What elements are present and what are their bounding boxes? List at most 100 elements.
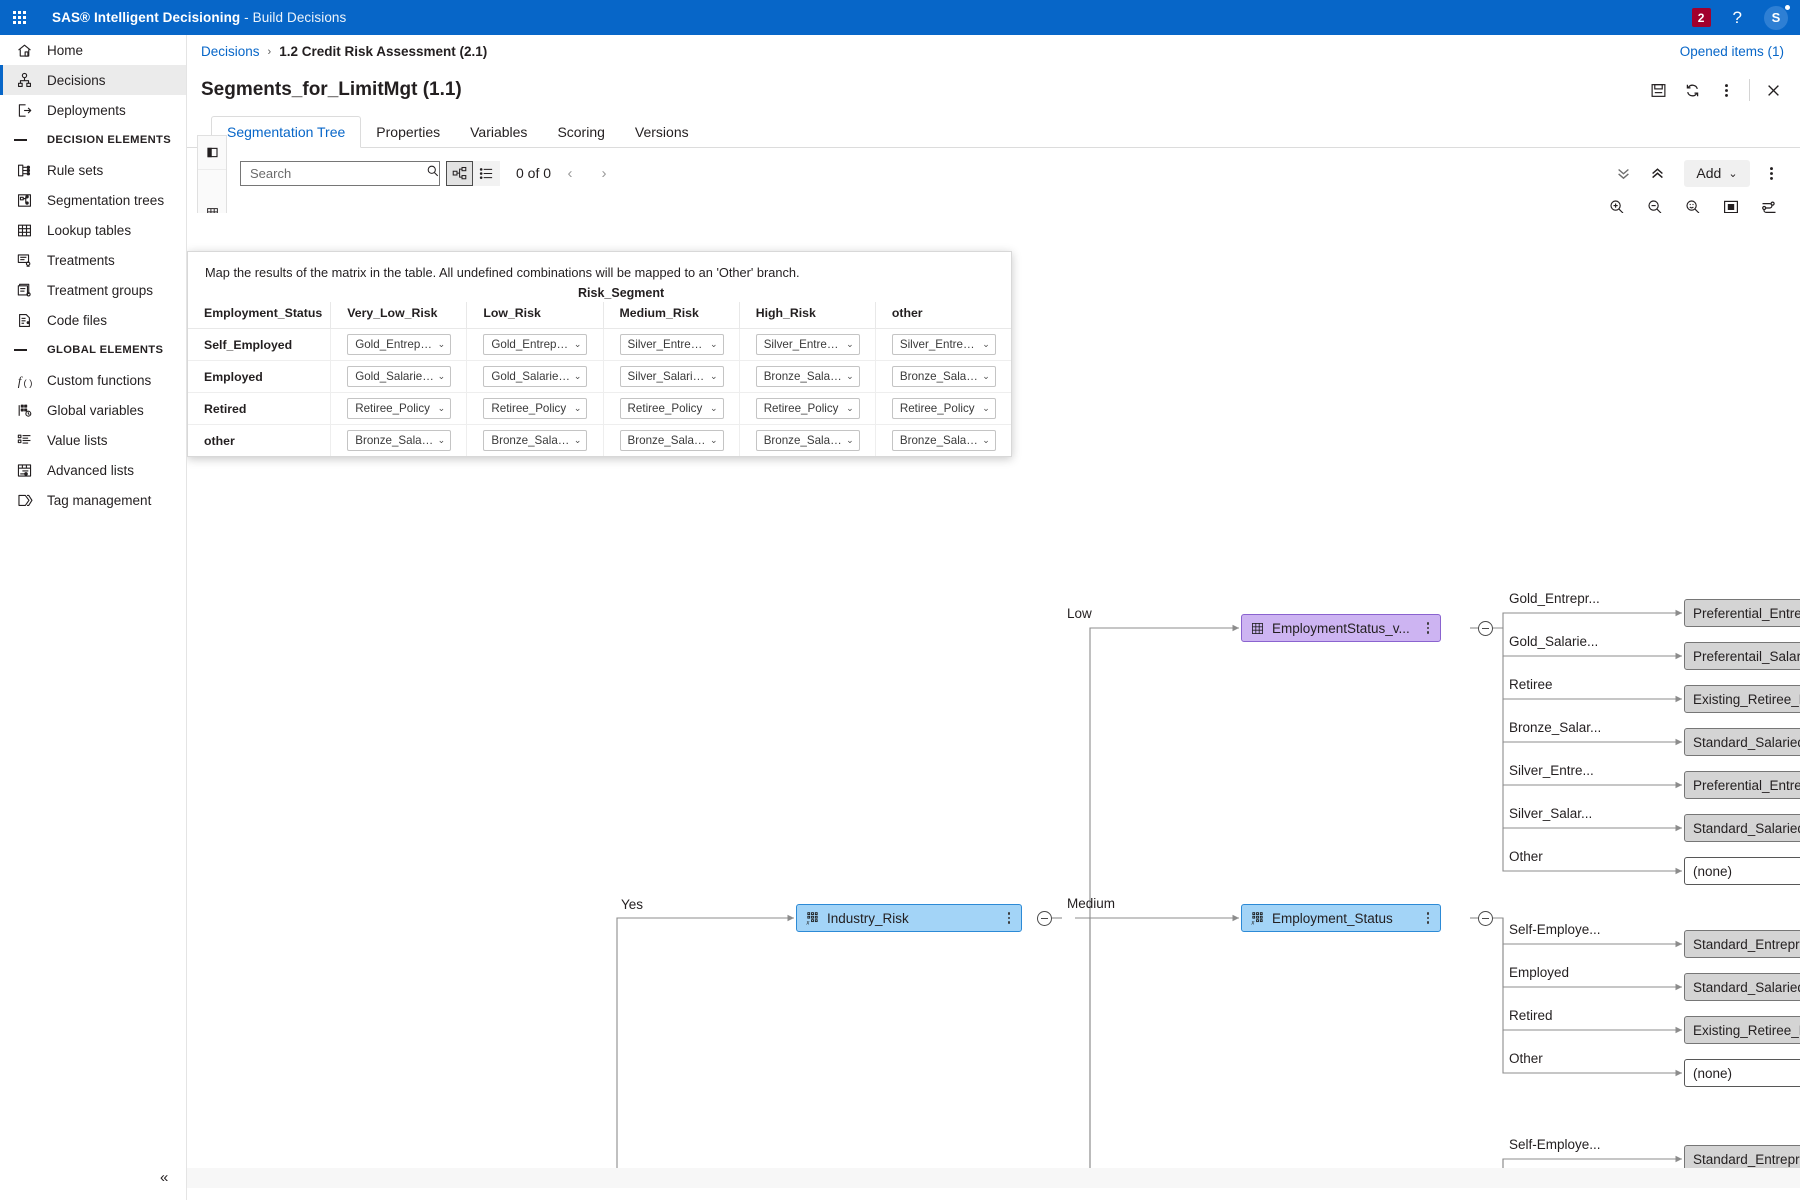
tab-variables[interactable]: Variables — [455, 116, 542, 148]
sidebar-item-custom-functions[interactable]: f( )Custom functions — [0, 365, 186, 395]
matrix-cell-select[interactable]: Bronze_Salaried...⌄ — [755, 366, 860, 387]
close-icon[interactable] — [1756, 75, 1790, 105]
leaf-node[interactable]: Standard_Entrepreneu... — [1684, 930, 1800, 958]
matrix-cell-select[interactable]: Bronze_Salaried...⌄ — [347, 430, 452, 451]
sidebar-item-rule-sets[interactable]: Rule sets — [0, 155, 186, 185]
matrix-cell-select[interactable]: Silver_Entrepre...⌄ — [755, 334, 860, 355]
sidebar-item-decisions[interactable]: Decisions — [0, 65, 186, 95]
tree-node-employmentstatus-v[interactable]: EmploymentStatus_v... — [1241, 614, 1441, 642]
matrix-cell-select[interactable]: Silver_Entrepre...⌄ — [891, 334, 996, 355]
collapse-toggle-medium[interactable] — [1478, 911, 1493, 926]
notification-badge[interactable]: 2 — [1691, 8, 1711, 27]
leaf-edge-label: Bronze_Salar... — [1509, 720, 1602, 735]
collapse-toggle-industry-risk[interactable] — [1037, 911, 1052, 926]
search-prev-button[interactable]: ‹ — [567, 164, 573, 182]
sidebar-item-label: Segmentation trees — [47, 192, 165, 208]
refresh-icon[interactable] — [1675, 75, 1709, 105]
sidebar-item-code-files[interactable]: Code files — [0, 305, 186, 335]
node-more-options-icon[interactable] — [1420, 622, 1436, 634]
sidebar-item-label: Tag management — [47, 492, 152, 508]
collapse-all-icon[interactable] — [1606, 158, 1640, 188]
sidebar-item-treatments[interactable]: Treatments — [0, 245, 186, 275]
tree-view-icon[interactable] — [446, 160, 473, 186]
tab-properties[interactable]: Properties — [361, 116, 455, 148]
matrix-cell-select[interactable]: Bronze_Salaried...⌄ — [483, 430, 588, 451]
matrix-cell-select[interactable]: Gold_Salaried_...⌄ — [347, 366, 452, 387]
node-more-options-icon[interactable] — [1420, 912, 1436, 924]
leaf-node[interactable]: Preferentail_Salarie... — [1684, 642, 1800, 670]
help-icon[interactable]: ? — [1732, 8, 1742, 27]
leaf-node[interactable]: Preferential_Entrepr... — [1684, 771, 1800, 799]
add-button[interactable]: Add ⌄ — [1684, 159, 1750, 187]
breadcrumb-root[interactable]: Decisions — [201, 44, 260, 59]
leaf-node[interactable]: Standard_Salaried_Li... — [1684, 973, 1800, 1001]
matrix-cell-select[interactable]: Retiree_Policy⌄ — [619, 398, 724, 419]
matrix-cell-value: Retiree_Policy — [627, 402, 703, 415]
search-input[interactable] — [250, 165, 426, 181]
search-icon[interactable] — [426, 164, 440, 183]
expand-all-icon[interactable] — [1640, 158, 1674, 188]
zoom-fit-icon[interactable] — [1674, 192, 1712, 222]
tab-scoring[interactable]: Scoring — [542, 116, 619, 148]
sidebar-item-lookup-tables[interactable]: Lookup tables — [0, 215, 186, 245]
leaf-node[interactable]: Standard_Salaried_Li... — [1684, 728, 1800, 756]
matrix-cell-select[interactable]: Bronze_Salaried...⌄ — [619, 430, 724, 451]
search-next-button[interactable]: › — [601, 164, 607, 182]
toolbar-more-options-icon[interactable] — [1754, 158, 1788, 188]
matrix-cell-select[interactable]: Gold_Entrepren...⌄ — [347, 334, 452, 355]
matrix-cell-select[interactable]: Bronze_Salaried...⌄ — [891, 366, 996, 387]
sidebar-item-tag-management[interactable]: Tag management — [0, 485, 186, 515]
sidebar-item-home[interactable]: Home — [0, 35, 186, 65]
avatar[interactable]: S — [1764, 4, 1790, 30]
segmentation-tree-canvas[interactable]: Yes x Industry_Risk Low — [187, 213, 1800, 1188]
list-view-icon[interactable] — [473, 160, 500, 186]
node-more-options-icon[interactable] — [1001, 912, 1017, 924]
opened-items-link[interactable]: Opened items (1) — [1679, 44, 1784, 59]
matrix-cell: Gold_Salaried_...⌄ — [466, 360, 604, 393]
sidebar-section-decision-elements: DECISION ELEMENTS — [0, 125, 186, 155]
sidebar-item-deployments[interactable]: Deployments — [0, 95, 186, 125]
matrix-cell-select[interactable]: Retiree_Policy⌄ — [755, 398, 860, 419]
sidebar-item-segmentation-trees[interactable]: Segmentation trees — [0, 185, 186, 215]
save-icon[interactable] — [1641, 75, 1675, 105]
leaf-node[interactable]: Existing_Retiree_Pol... — [1684, 1016, 1800, 1044]
matrix-cell-select[interactable]: Retiree_Policy⌄ — [483, 398, 588, 419]
tab-segmentation-tree[interactable]: Segmentation Tree — [211, 116, 362, 148]
fit-page-icon[interactable] — [1712, 192, 1750, 222]
matrix-mapping-popup[interactable]: Map the results of the matrix in the tab… — [187, 251, 1012, 457]
matrix-cell-select[interactable]: Gold_Entrepren...⌄ — [483, 334, 588, 355]
leaf-node[interactable]: (none) — [1684, 857, 1800, 885]
matrix-cell-select[interactable]: Silver_Salaried_...⌄ — [619, 366, 724, 387]
chevron-down-icon: ⌄ — [982, 339, 990, 349]
advanced-lists-icon — [14, 460, 34, 480]
leaf-node[interactable]: Existing_Retiree_Pol... — [1684, 685, 1800, 713]
leaf-node[interactable]: Preferential_Entrepr... — [1684, 599, 1800, 627]
tree-node-industry-risk[interactable]: x Industry_Risk — [796, 904, 1022, 932]
search-input-wrapper[interactable] — [240, 160, 440, 186]
matrix-cell-select[interactable]: Silver_Entrepre...⌄ — [619, 334, 724, 355]
leaf-edge-label: Other — [1509, 1051, 1543, 1066]
layout-icon[interactable] — [1750, 192, 1788, 222]
panel-toggle-icon[interactable] — [198, 136, 226, 170]
sidebar-item-treatment-groups[interactable]: Treatment groups — [0, 275, 186, 305]
tab-versions[interactable]: Versions — [620, 116, 704, 148]
zoom-in-icon[interactable] — [1598, 192, 1636, 222]
sidebar-collapse-button[interactable]: « — [0, 1169, 187, 1186]
avatar-status-dot — [1785, 4, 1790, 10]
app-grid-icon[interactable] — [0, 0, 38, 35]
matrix-cell-select[interactable]: Bronze_Salaried...⌄ — [891, 430, 996, 451]
zoom-out-icon[interactable] — [1636, 192, 1674, 222]
matrix-cell-select[interactable]: Gold_Salaried_...⌄ — [483, 366, 588, 387]
sidebar-item-value-lists[interactable]: Value lists — [0, 425, 186, 455]
matrix-cell-select[interactable]: Retiree_Policy⌄ — [891, 398, 996, 419]
tree-node-employment-status-medium[interactable]: x Employment_Status — [1241, 904, 1441, 932]
matrix-cell-select[interactable]: Retiree_Policy⌄ — [347, 398, 452, 419]
leaf-node[interactable]: (none) — [1684, 1059, 1800, 1087]
matrix-cell-value: Bronze_Salaried... — [899, 370, 980, 383]
leaf-node[interactable]: Standard_Salaried_Li... — [1684, 814, 1800, 842]
more-options-icon[interactable] — [1709, 75, 1743, 105]
sidebar-item-advanced-lists[interactable]: Advanced lists — [0, 455, 186, 485]
collapse-toggle-low[interactable] — [1478, 621, 1493, 636]
sidebar-item-global-variables[interactable]: Global variables — [0, 395, 186, 425]
matrix-cell-select[interactable]: Bronze_Salaried...⌄ — [755, 430, 860, 451]
